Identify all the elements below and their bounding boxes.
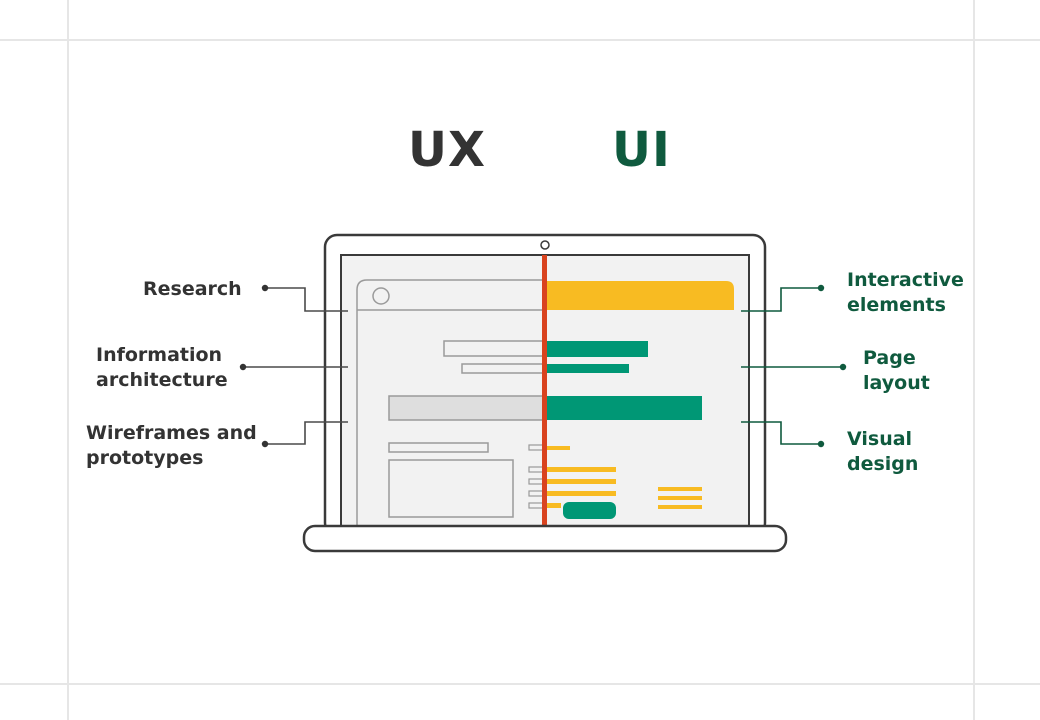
label-page-layout-line-2: layout (863, 372, 930, 394)
ui-bar-3 (545, 396, 702, 420)
label-information-architecture-line-2: architecture (96, 369, 228, 391)
ui-bar-2 (545, 364, 629, 373)
ui-small-line-1 (658, 487, 702, 491)
label-visual-design: Visual design (847, 427, 918, 477)
connector-interactive-elements (741, 287, 821, 312)
wireframe-box (388, 459, 514, 518)
laptop-base (302, 524, 788, 553)
connector-dot-visual-design (817, 440, 825, 448)
ux-connector-dots (239, 284, 269, 448)
ui-line-1 (545, 446, 570, 450)
connector-dot-interactive-elements (817, 284, 825, 292)
connector-dot-wireframes (261, 440, 269, 448)
label-wireframes-prototypes-line-2: prototypes (86, 447, 204, 469)
wireframe-bar-1 (443, 340, 546, 357)
grid-line-bottom (0, 683, 1040, 685)
visual-design-side (545, 281, 734, 519)
label-page-layout: Page layout (863, 346, 930, 396)
connector-dot-information-architecture (239, 363, 247, 371)
label-information-architecture-line-1: Information (96, 344, 223, 366)
label-page-layout-line-1: Page (863, 347, 916, 369)
wireframe-bar-4 (388, 442, 489, 453)
ui-heading: UI (612, 122, 671, 178)
webcam-icon (540, 240, 550, 250)
wireframe-side (356, 279, 546, 527)
ui-line-3 (545, 479, 616, 484)
label-wireframes-prototypes: Wireframes and prototypes (86, 421, 257, 471)
ux-connectors (243, 287, 348, 445)
ui-line-5 (545, 503, 561, 508)
connector-dot-page-layout (839, 363, 847, 371)
ui-small-line-2 (658, 496, 702, 500)
grid-line-left (67, 0, 69, 720)
wireframe-bar-3 (388, 395, 546, 421)
wireframe-bar-2 (461, 363, 546, 374)
label-interactive-elements: Interactive elements (847, 268, 964, 318)
ux-heading: UX (408, 122, 486, 178)
ui-connectors (741, 287, 843, 445)
label-research: Research (143, 277, 242, 302)
ui-bar-1 (545, 341, 648, 357)
label-information-architecture: Information architecture (96, 343, 228, 393)
connector-dot-research (261, 284, 269, 292)
ui-header-bar (545, 281, 734, 310)
ui-connector-dots (817, 284, 847, 448)
ui-line-4 (545, 491, 616, 496)
connector-visual-design (741, 421, 821, 445)
ui-small-line-3 (658, 505, 702, 509)
connector-research (265, 287, 348, 312)
wireframe-circle-icon (372, 287, 390, 305)
grid-line-right (973, 0, 975, 720)
label-research-line-1: Research (143, 278, 242, 300)
ui-line-2 (545, 467, 616, 472)
connector-wireframes (265, 421, 348, 445)
wireframe-window (356, 279, 545, 527)
label-wireframes-prototypes-line-1: Wireframes and (86, 422, 257, 444)
label-visual-design-line-1: Visual (847, 428, 913, 450)
label-interactive-elements-line-1: Interactive (847, 269, 964, 291)
ui-button (563, 502, 616, 519)
grid-line-top (0, 39, 1040, 41)
label-interactive-elements-line-2: elements (847, 294, 946, 316)
ux-ui-divider (542, 255, 547, 527)
label-visual-design-line-2: design (847, 453, 919, 475)
